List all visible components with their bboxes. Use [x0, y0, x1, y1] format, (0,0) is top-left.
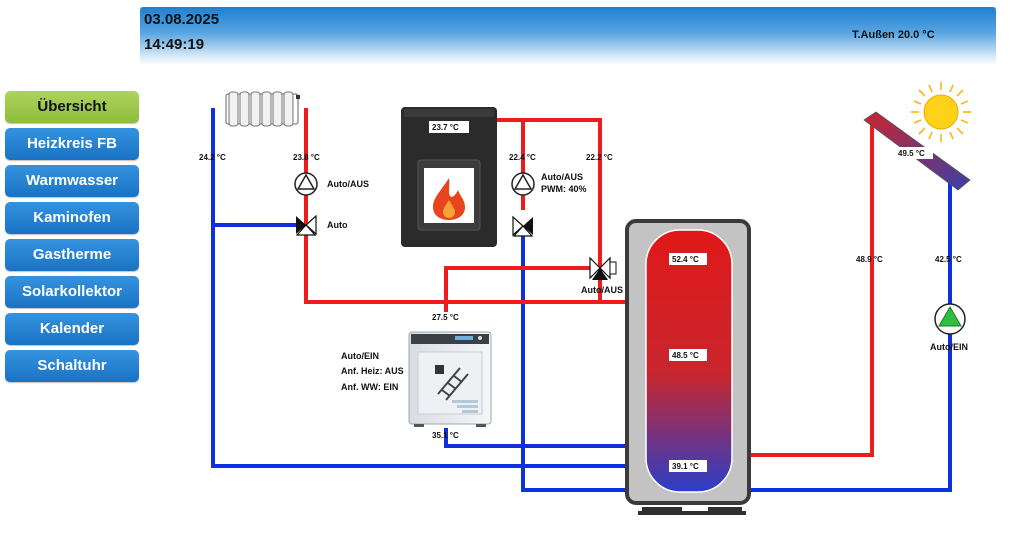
stove-pump-pwm: PWM: 40% [541, 184, 587, 194]
nav-button-warmwasser[interactable]: Warmwasser [5, 165, 139, 197]
nav-button-kalender[interactable]: Kalender [5, 313, 139, 345]
switch-valve-icon[interactable] [589, 256, 617, 280]
collector-temp: 49.5 °C [898, 149, 925, 158]
tank-middle-temp: 48.5 °C [672, 351, 699, 360]
nav-button-gastherme[interactable]: Gastherme [5, 239, 139, 271]
stove-return-temp: 22.4 °C [509, 153, 536, 162]
tank-bottom-temp: 39.1 °C [672, 462, 699, 471]
nav-button-heizkreis-fb[interactable]: Heizkreis FB [5, 128, 139, 160]
switch-valve-mode: Auto/AUS [581, 285, 623, 295]
heating-pump-icon[interactable] [294, 172, 318, 196]
heating-mixer-valve-icon[interactable] [295, 214, 317, 236]
radiator-icon [225, 91, 300, 127]
solar-flow-temp: 48.9 °C [856, 255, 883, 264]
heating-flow-temp: 23.8 °C [293, 153, 320, 162]
side-navigation: Übersicht Heizkreis FB Warmwasser Kamino… [5, 91, 139, 387]
solar-return-temp: 42.5 °C [935, 255, 962, 264]
time-display: 14:49:19 [144, 36, 205, 53]
stove-flow-temp: 22.2 °C [586, 153, 613, 162]
stove-pump-mode: Auto/AUS [541, 172, 583, 182]
heating-pump-mode: Auto/AUS [327, 179, 369, 189]
solar-pump-mode: Auto/EIN [930, 342, 968, 352]
outside-temperature: T.Außen 20.0 °C [852, 29, 935, 41]
solar-pump-icon[interactable] [934, 303, 966, 335]
heating-return-temp: 24.2 °C [199, 153, 226, 162]
header-bar: 03.08.2025 14:49:19 T.Außen 20.0 °C [140, 7, 996, 65]
boiler-heating-request: Anf. Heiz: AUS [341, 366, 404, 376]
nav-button-uebersicht[interactable]: Übersicht [5, 91, 139, 123]
date-display: 03.08.2025 [144, 11, 220, 28]
nav-button-solarkollektor[interactable]: Solarkollektor [5, 276, 139, 308]
cold-pipes [211, 108, 952, 492]
stove-mixer-valve-icon[interactable] [512, 215, 534, 237]
boiler-flow-temp: 27.5 °C [432, 313, 459, 322]
sun-icon [911, 82, 971, 142]
temperature-boxes [429, 121, 933, 472]
nav-button-schaltuhr[interactable]: Schaltuhr [5, 350, 139, 382]
stove-icon [401, 107, 497, 247]
heating-mixer-mode: Auto [327, 220, 348, 230]
tank-top-temp: 52.4 °C [672, 255, 699, 264]
boiler-return-temp: 35.1 °C [432, 431, 459, 440]
boiler-ww-request: Anf. WW: EIN [341, 382, 398, 392]
boiler-icon [408, 331, 492, 427]
nav-button-kaminofen[interactable]: Kaminofen [5, 202, 139, 234]
boiler-mode: Auto/EIN [341, 351, 379, 361]
stove-pump-icon[interactable] [511, 172, 535, 196]
stove-temp: 23.7 °C [432, 123, 459, 132]
